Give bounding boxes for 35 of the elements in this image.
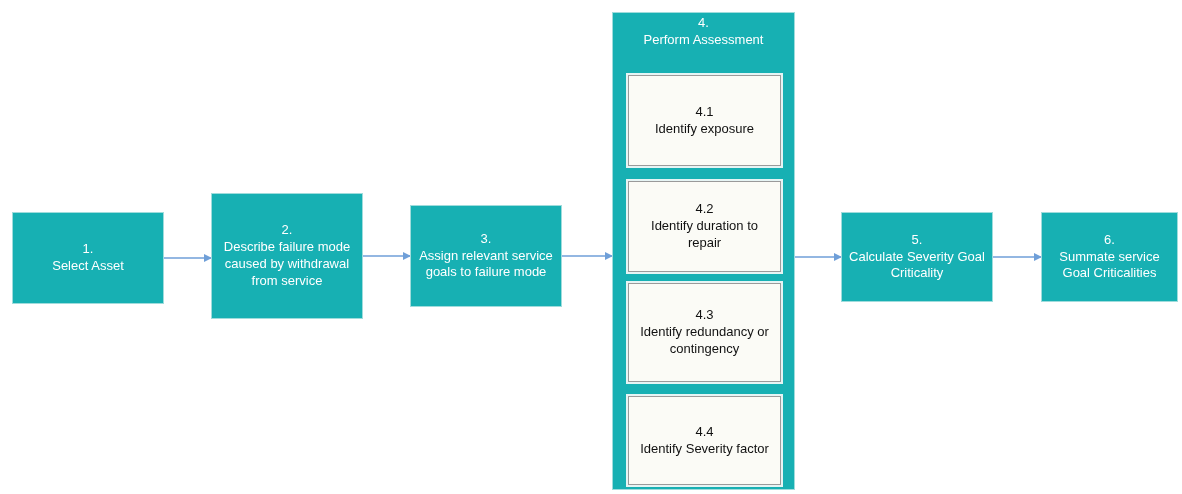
arrow (992, 253, 1042, 261)
step-number: 1. (82, 241, 94, 258)
process-box (12, 212, 164, 304)
step-label: Identify redundancy or contingency (639, 324, 770, 358)
process-box (841, 212, 993, 302)
process-box (211, 193, 363, 319)
arrow (561, 252, 613, 260)
arrow (362, 252, 411, 260)
step-number: 2. (281, 222, 293, 240)
arrow (794, 253, 842, 261)
step-number: 4.4 (695, 423, 714, 441)
step-label: Select Asset (52, 258, 124, 275)
step-number: 6. (1104, 231, 1115, 249)
step-label: Calculate Severity Goal Criticality (848, 248, 986, 283)
step-label: Assign relevant service goals to failure mode (418, 247, 554, 282)
step-number: 3. (480, 230, 492, 248)
process-box (410, 205, 562, 307)
group-box (612, 12, 795, 490)
process-box (628, 283, 781, 382)
step-number: 4.2 (695, 201, 714, 219)
step-number: 4. (698, 15, 709, 32)
step-label: Summate service Goal Criticalities (1058, 248, 1161, 283)
step-label: Perform Assessment (643, 31, 764, 49)
process-box (1041, 212, 1178, 302)
process-box (628, 396, 781, 485)
step-label: Describe failure mode caused by withdrawal from service (222, 239, 352, 290)
process-box (628, 75, 781, 166)
step-number: 5. (911, 231, 923, 249)
step-label: Identify Severity factor (640, 440, 769, 458)
step-label: Identify exposure (655, 120, 754, 138)
step-number: 4.3 (695, 307, 714, 325)
arrow (163, 254, 212, 262)
step-label: Identify duration to repair (650, 218, 759, 252)
process-box (628, 181, 781, 272)
step-number: 4.1 (695, 103, 714, 121)
